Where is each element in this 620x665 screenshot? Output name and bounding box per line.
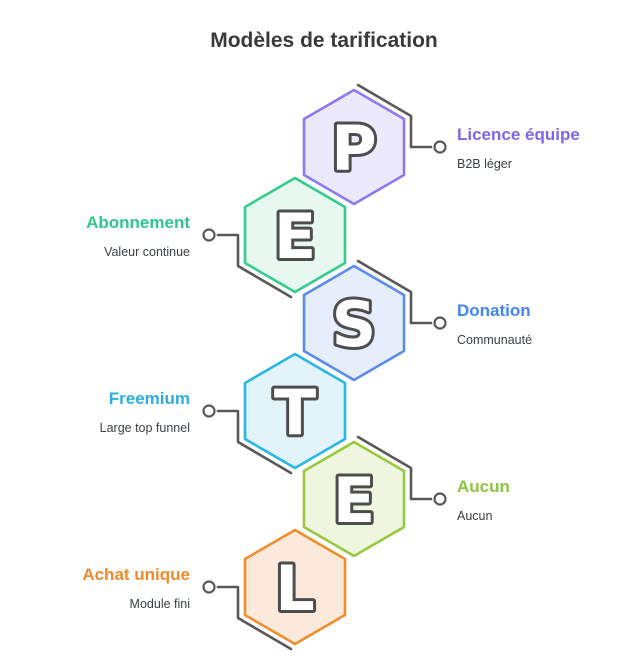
hex-letter: P — [331, 112, 376, 185]
pestel-item-e1: E Abonnement Valeur continue — [86, 176, 347, 299]
hex-letter: E — [274, 200, 316, 273]
item-sublabel: Communauté — [457, 333, 532, 347]
item-sublabel: Module fini — [130, 597, 190, 611]
pestel-item-t: T Freemium Large top funnel — [100, 352, 347, 475]
connector-dot — [202, 228, 216, 242]
connector-line — [216, 233, 293, 299]
hexagon — [243, 352, 347, 470]
connector-line — [356, 259, 433, 325]
hex-letter: T — [274, 376, 316, 449]
hex-letter: E — [333, 464, 375, 537]
item-sublabel: Aucun — [457, 509, 492, 523]
item-sublabel: B2B léger — [457, 157, 512, 171]
connector-dot — [433, 492, 447, 506]
connector-dot — [433, 316, 447, 330]
connector-dot — [202, 580, 216, 594]
item-sublabel: Valeur continue — [104, 245, 190, 259]
item-label: Aucun — [457, 477, 510, 496]
item-sublabel: Large top funnel — [100, 421, 190, 435]
item-label: Achat unique — [82, 565, 190, 584]
connector-line — [356, 435, 433, 501]
hex-letter: S — [332, 288, 377, 361]
connector-dot — [202, 404, 216, 418]
hexagon — [302, 264, 406, 382]
connector-dot — [433, 140, 447, 154]
hexagon — [243, 176, 347, 294]
connector-line — [356, 83, 433, 149]
item-label: Freemium — [109, 389, 190, 408]
diagram-title: Modèles de tarification — [210, 29, 438, 52]
hexagon — [302, 440, 406, 558]
pestel-item-e2: E Aucun Aucun — [302, 435, 510, 558]
hex-letter: L — [275, 552, 315, 625]
pestel-item-s: S Donation Communauté — [302, 259, 532, 382]
hexagon — [302, 88, 406, 206]
item-label: Abonnement — [86, 213, 190, 232]
item-label: Donation — [457, 301, 531, 320]
pestel-item-l: L Achat unique Module fini — [82, 528, 347, 651]
connector-line — [216, 409, 293, 475]
pestel-item-p: P Licence équipe B2B léger — [302, 83, 580, 206]
item-label: Licence équipe — [457, 125, 580, 144]
connector-line — [216, 585, 293, 651]
hexagon — [243, 528, 347, 646]
